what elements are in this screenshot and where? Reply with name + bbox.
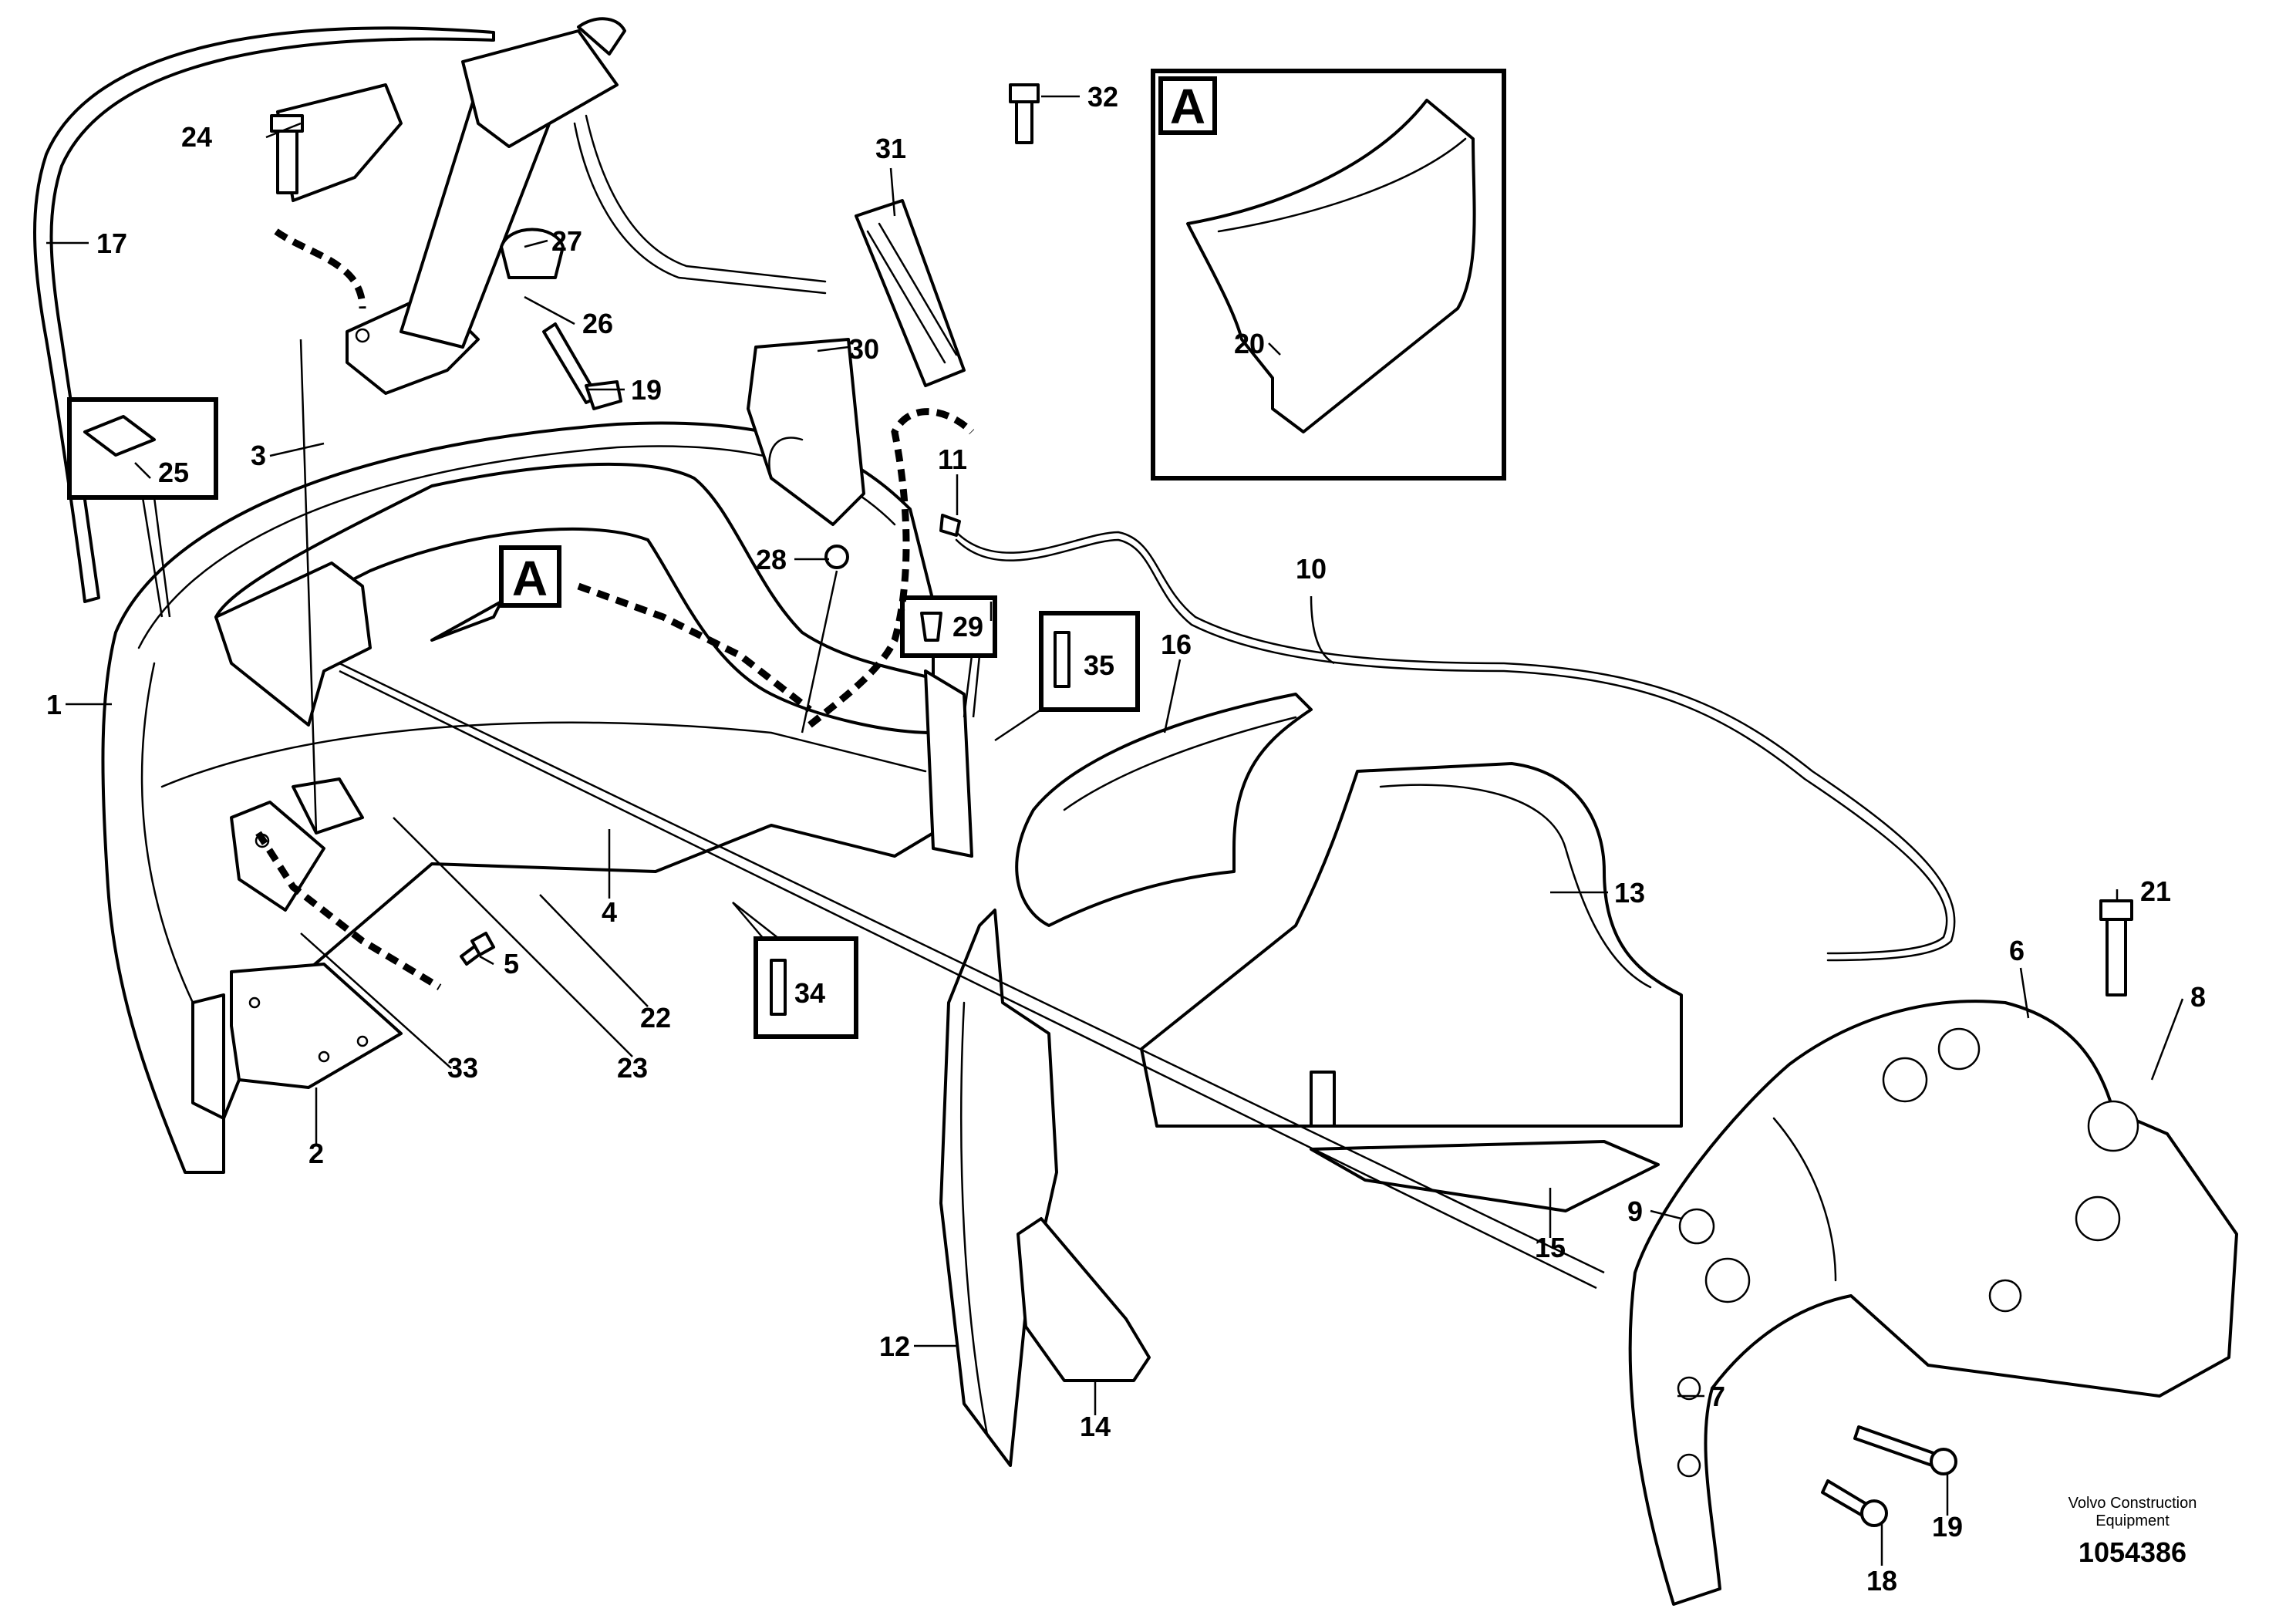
label-8: 8 [2190, 981, 2206, 1013]
label-21: 21 [2140, 875, 2171, 907]
part-32-bolt [1009, 83, 1040, 144]
part-17-seal-strip [33, 26, 495, 603]
label-23: 23 [617, 1052, 648, 1084]
part-6-fender [1628, 1000, 2238, 1606]
assembly-dash-lines [255, 228, 975, 990]
label-20: 20 [1234, 328, 1265, 359]
marker-a-label: A [512, 551, 548, 606]
label-34: 34 [794, 977, 825, 1009]
part-28-washer [824, 545, 849, 569]
label-1: 1 [46, 689, 62, 720]
label-33: 33 [447, 1052, 478, 1084]
label-11: 11 [938, 443, 967, 475]
label-22: 22 [640, 1002, 671, 1034]
part-5-bolt [460, 932, 495, 966]
label-29: 29 [952, 611, 983, 642]
part-19-bolt-lower [1853, 1425, 1957, 1475]
label-13: 13 [1614, 877, 1645, 909]
callout-box-35 [994, 611, 1140, 742]
label-14: 14 [1080, 1411, 1111, 1442]
callout-box-34 [732, 902, 858, 1039]
part-12-panel [939, 909, 1058, 1467]
label-31: 31 [875, 133, 906, 164]
document-number: 1054386 [2079, 1536, 2186, 1568]
callout-box-29 [900, 595, 997, 718]
label-18: 18 [1866, 1565, 1897, 1597]
label-24: 24 [181, 121, 212, 153]
part-number-labels: 1 2 3 4 5 6 7 8 9 10 11 12 13 14 15 16 1… [46, 81, 2206, 1597]
label-27: 27 [551, 225, 582, 257]
label-12: 12 [879, 1330, 910, 1362]
label-6: 6 [2009, 935, 2025, 966]
label-28: 28 [756, 544, 787, 575]
label-10: 10 [1296, 553, 1327, 585]
part-24-bolt [270, 114, 304, 194]
label-32: 32 [1087, 81, 1118, 113]
label-17: 17 [96, 228, 127, 259]
detail-view-a-box: A [1151, 69, 1506, 481]
label-5: 5 [504, 948, 519, 980]
label-2: 2 [308, 1138, 324, 1169]
part-10-cable [955, 531, 1956, 962]
label-4: 4 [602, 896, 617, 928]
label-30: 30 [848, 333, 879, 365]
part-11-clip [939, 514, 961, 537]
view-a-label: A [1170, 79, 1205, 134]
part-2-bracket [230, 963, 403, 1089]
part-18-bolt [1821, 1479, 1888, 1527]
part-13-panel [1140, 762, 1683, 1128]
label-25: 25 [158, 457, 189, 488]
brand-line-1: Volvo Construction [2068, 1495, 2197, 1512]
label-16: 16 [1161, 629, 1192, 660]
label-3: 3 [251, 440, 266, 471]
leader-lines [46, 95, 2184, 1566]
label-7: 7 [1710, 1381, 1725, 1412]
part-30-pedal [747, 338, 865, 526]
part-3-inner-liner [214, 462, 973, 858]
callout-marker-a: A [430, 545, 561, 642]
label-15: 15 [1535, 1232, 1566, 1263]
label-26: 26 [582, 308, 613, 339]
callout-box-25 [67, 397, 218, 618]
part-16-panel [1015, 693, 1313, 927]
label-9: 9 [1627, 1195, 1643, 1227]
part-21-bolt [2099, 899, 2133, 996]
label-19-lower: 19 [1932, 1511, 1963, 1543]
label-35: 35 [1084, 649, 1114, 681]
brand-line-2: Equipment [2095, 1512, 2170, 1529]
part-1-fender-panel [101, 421, 935, 1174]
label-19-upper: 19 [631, 374, 662, 406]
part-15-plate [1310, 1140, 1660, 1212]
part-31-grip [855, 199, 966, 387]
part-14-bracket [1017, 1217, 1151, 1382]
footer-brand: Volvo Construction Equipment 1054386 [2068, 1495, 2197, 1568]
